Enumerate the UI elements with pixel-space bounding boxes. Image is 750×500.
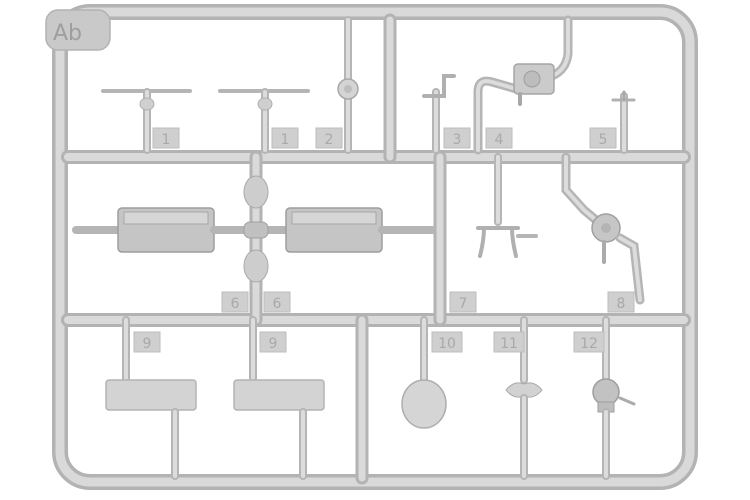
part-8 <box>561 152 645 305</box>
tag-part-3: 3 <box>443 127 471 149</box>
tag-part-2: 2 <box>315 127 343 149</box>
tag-label: 9 <box>143 336 152 352</box>
part-4 <box>473 15 573 155</box>
part-9-right <box>233 316 325 480</box>
part-number-tags: 1 1 2 3 4 5 6 6 <box>133 127 635 353</box>
part-6-right <box>260 207 436 253</box>
tag-part-11: 11 <box>493 331 525 353</box>
part-5 <box>611 90 636 154</box>
sprue-code-label: Ab <box>53 21 82 46</box>
tag-part-6-right: 6 <box>263 291 291 313</box>
tag-label: 6 <box>273 296 282 312</box>
tag-part-7: 7 <box>449 291 477 313</box>
tag-label: 8 <box>617 296 626 312</box>
tag-part-1-left: 1 <box>152 127 180 149</box>
tag-label: 11 <box>500 336 518 352</box>
tag-label: 10 <box>438 336 456 352</box>
tag-label: 7 <box>459 296 468 312</box>
tag-part-4: 4 <box>485 127 513 149</box>
tag-part-8: 8 <box>607 291 635 313</box>
part-12 <box>592 316 636 480</box>
part-1-right <box>218 88 310 154</box>
part-1-left <box>101 88 192 154</box>
part-7 <box>476 153 538 258</box>
tag-part-12: 12 <box>573 331 605 353</box>
tag-part-5: 5 <box>589 127 617 149</box>
tag-label: 4 <box>495 132 504 148</box>
tag-label: 1 <box>281 132 290 148</box>
part-2 <box>337 16 359 154</box>
tag-part-10: 10 <box>431 331 463 353</box>
tag-part-1-right: 1 <box>271 127 299 149</box>
tag-label: 9 <box>269 336 278 352</box>
tag-part-9-left: 9 <box>133 331 161 353</box>
tag-label: 6 <box>231 296 240 312</box>
tag-label: 2 <box>325 132 334 148</box>
tag-part-9-right: 9 <box>259 331 287 353</box>
part-9-left <box>105 316 197 480</box>
tag-label: 1 <box>162 132 171 148</box>
center-junction <box>243 175 269 283</box>
part-3 <box>422 74 456 154</box>
tag-part-6-left: 6 <box>221 291 249 313</box>
tag-label: 3 <box>453 132 462 148</box>
tag-label: 5 <box>599 132 608 148</box>
sprue-code-tag: Ab <box>45 9 111 51</box>
runners <box>61 13 691 485</box>
tag-label: 12 <box>580 336 598 352</box>
outer-frame <box>52 4 698 490</box>
part-6-left <box>72 207 252 253</box>
part-10 <box>401 316 447 429</box>
